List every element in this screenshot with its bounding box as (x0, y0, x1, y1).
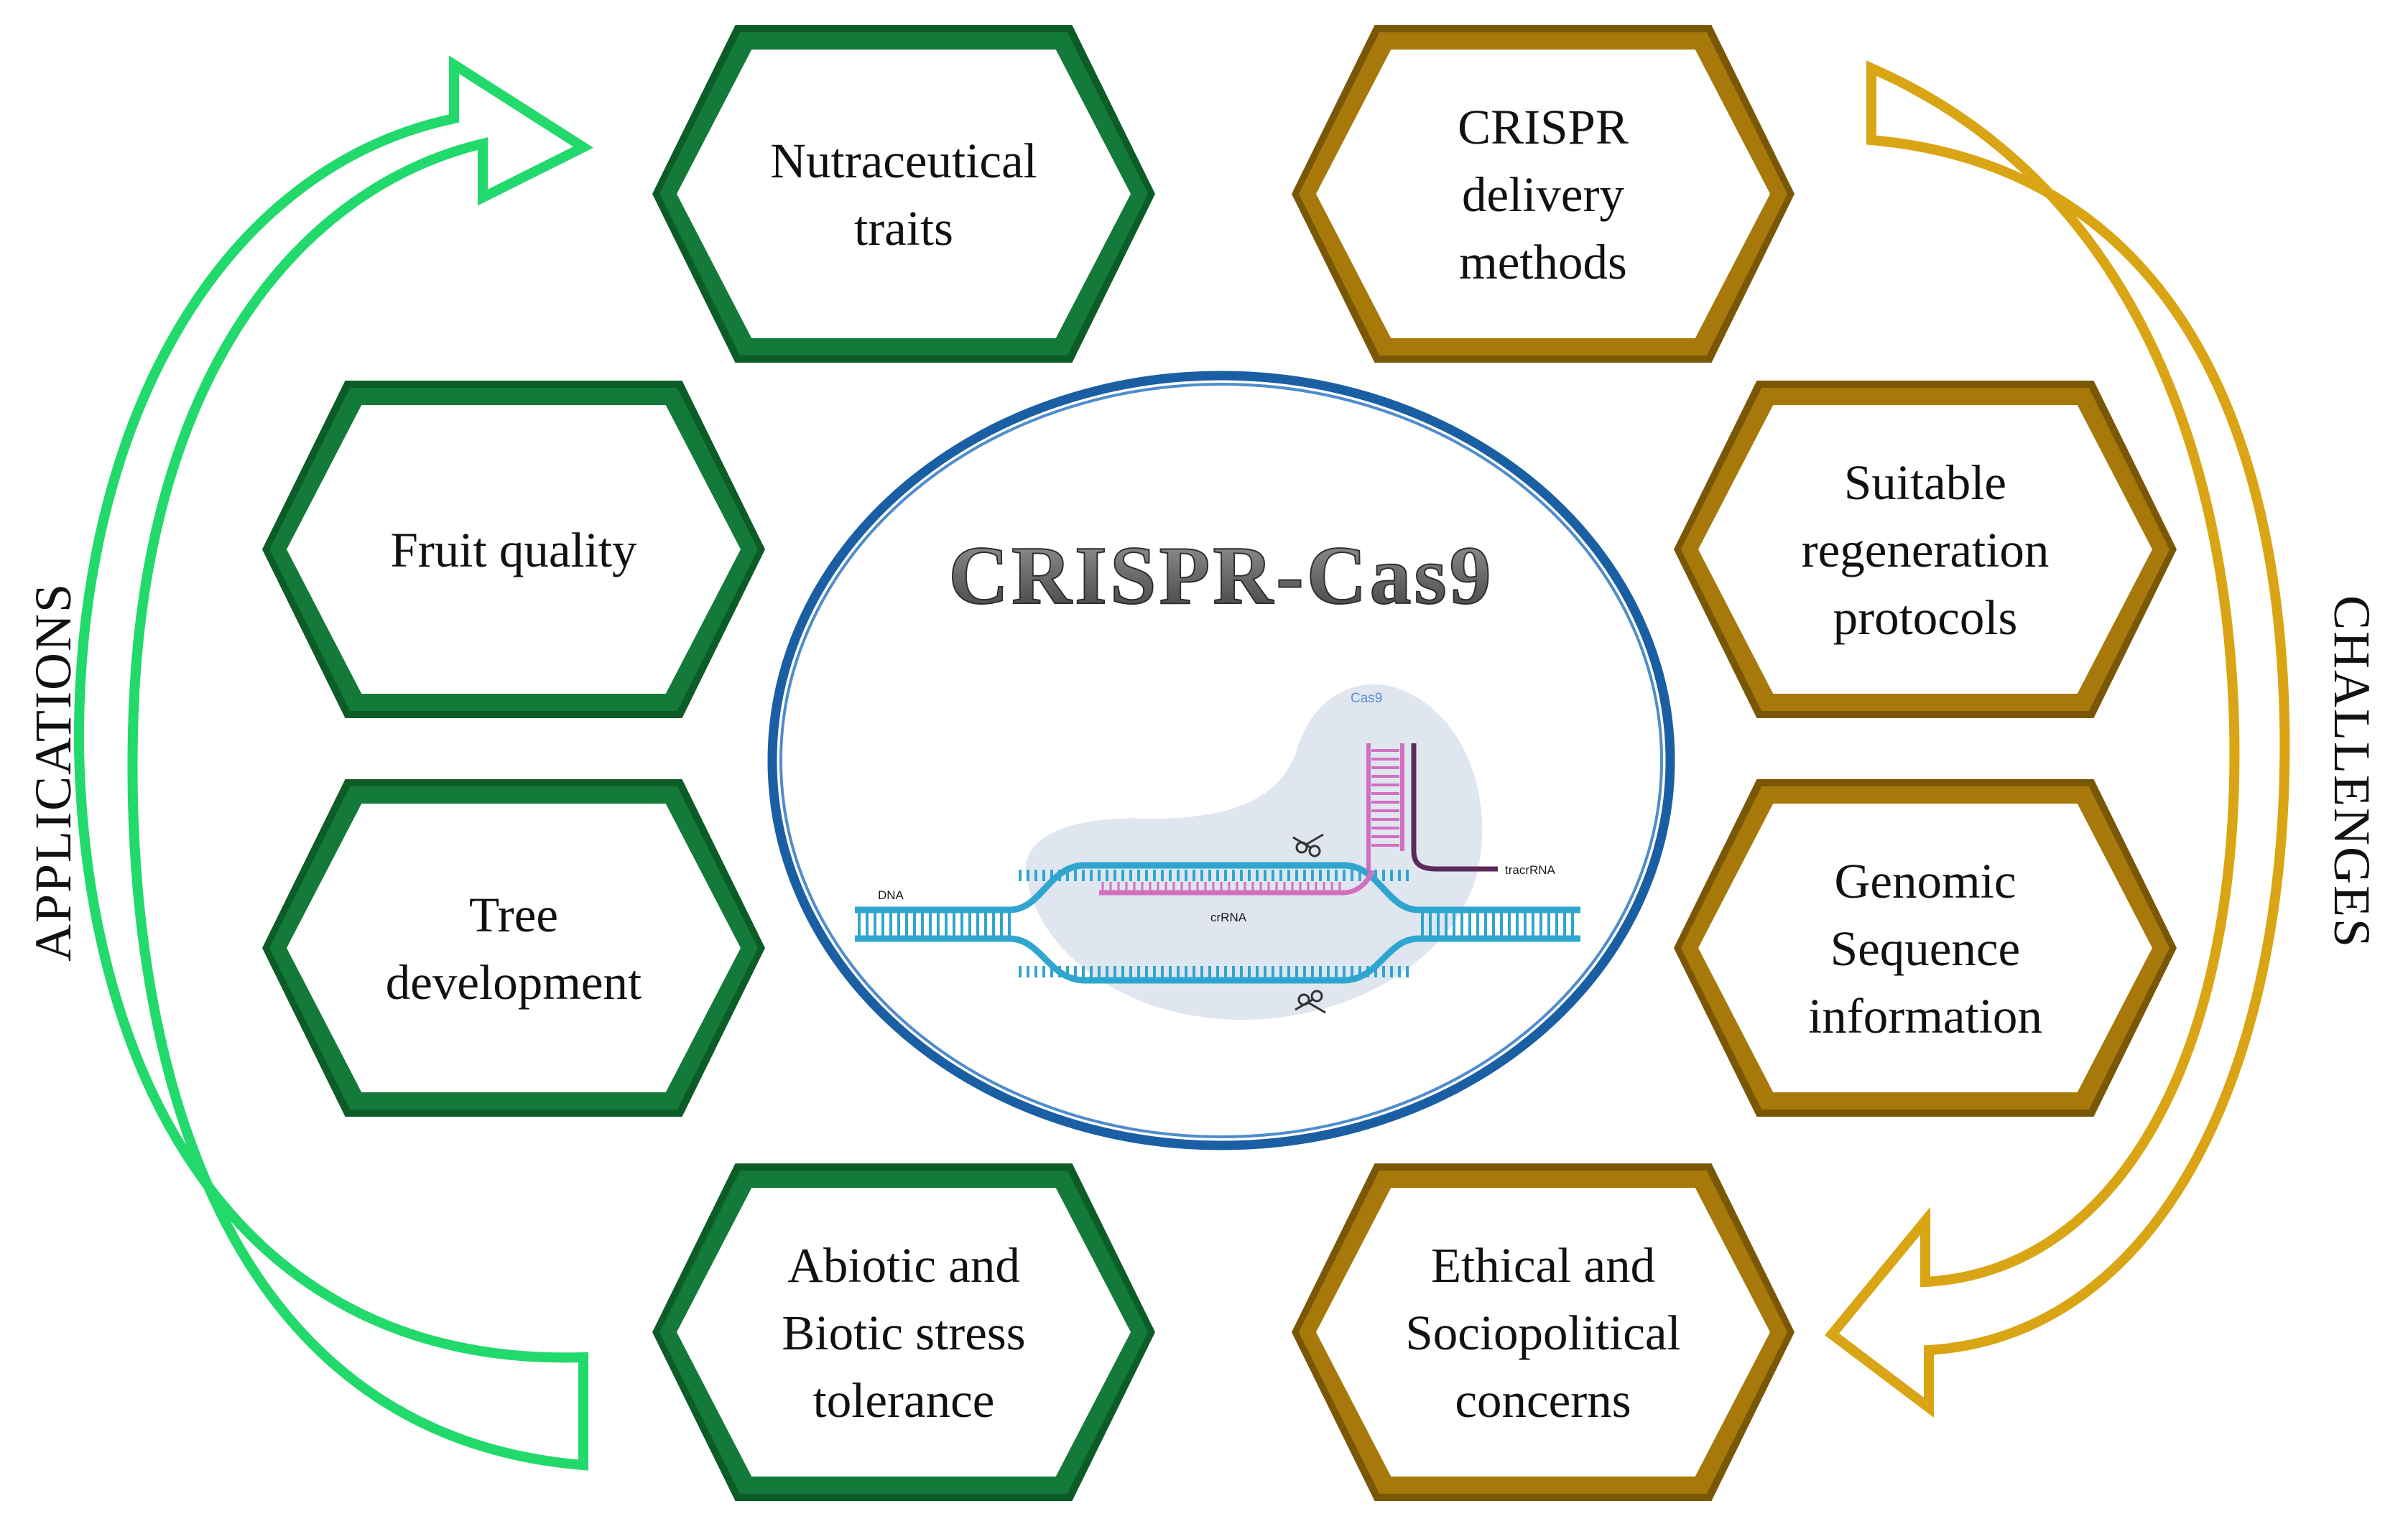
application-hexagon-2: Fruit quality (262, 381, 765, 718)
challenge-hexagon-label: Sociopolitical (1405, 1306, 1680, 1360)
tracrrna-hairpin (1366, 743, 1498, 872)
crispr-cas9-circle (767, 371, 1675, 1150)
application-hexagon-label: Biotic stress (782, 1306, 1025, 1360)
crrna-strand (1099, 869, 1375, 896)
challenge-hexagon-label: regeneration (1802, 523, 2050, 577)
challenge-hexagon-label: concerns (1455, 1373, 1631, 1428)
dna-bottom-strand (855, 935, 1580, 984)
application-hexagon-label: traits (854, 201, 953, 256)
application-hexagon-label: Tree (469, 888, 558, 942)
dna-top-strand (855, 862, 1580, 913)
challenge-hexagon-label: CRISPR (1458, 100, 1629, 154)
scissors-icon (1292, 833, 1324, 857)
challenge-hexagon-label: Genomic (1835, 854, 2016, 908)
challenge-hexagon-1: CRISPR delivery methods (1292, 25, 1795, 363)
challenges-label: CHALLENGES (2323, 595, 2381, 949)
application-hexagon-label: tolerance (813, 1373, 995, 1428)
dna-rungs (858, 870, 1574, 977)
application-hexagon-label: Nutraceutical (770, 134, 1037, 188)
challenge-hexagon-label: Ethical and (1431, 1238, 1655, 1293)
crispr-molecule-illustration: Cas9 DNA crRNA (855, 684, 1580, 1020)
dna-label: DNA (878, 888, 904, 902)
application-hexagon-1: Nutraceutical traits (652, 25, 1155, 363)
challenge-hexagon-label: information (1808, 989, 2042, 1043)
tracrrna-label: tracrRNA (1505, 863, 1556, 877)
challenge-hexagon-label: Suitable (1844, 455, 2006, 510)
application-hexagon-3: Tree development (262, 779, 765, 1117)
application-hexagon-label: Abiotic and (787, 1238, 1020, 1293)
challenge-hexagon-label: delivery (1462, 167, 1625, 222)
challenge-hexagon-label: Sequence (1830, 921, 2020, 976)
crrna-ticks (1101, 882, 1341, 891)
cas9-label: Cas9 (1351, 691, 1382, 706)
center-title: CRISPR-Cas9 (948, 530, 1494, 622)
challenge-hexagon-label: methods (1459, 235, 1627, 289)
challenge-hexagon-2: Suitable regeneration protocols (1674, 381, 2177, 718)
application-hexagon-label: Fruit quality (390, 523, 637, 577)
challenge-hexagon-label: protocols (1833, 590, 2018, 645)
applications-label: APPLICATIONS (24, 582, 82, 962)
applications-cycle-arrow (73, 55, 594, 1471)
challenges-cycle-arrow (1824, 60, 2290, 1418)
application-hexagon-label: development (386, 955, 642, 1010)
crrna-label: crRNA (1210, 911, 1247, 924)
scissors-icon (1295, 990, 1326, 1014)
